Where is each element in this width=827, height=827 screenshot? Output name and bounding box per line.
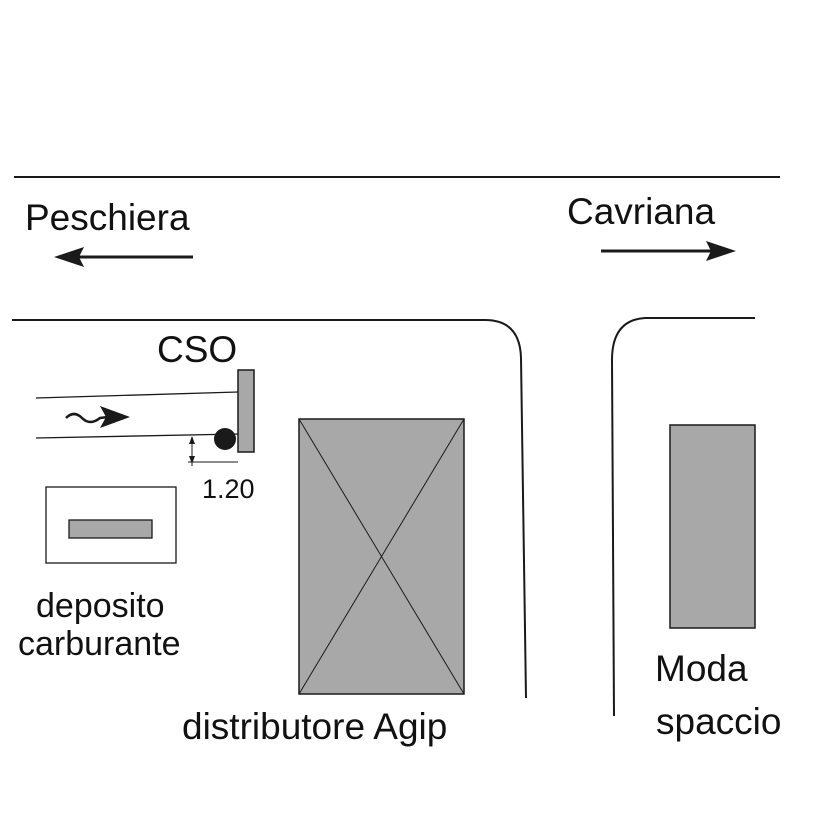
fuel-depot-outline	[45, 486, 177, 564]
depth-label: 1.20	[202, 474, 255, 504]
depth-dimension-marker	[188, 436, 238, 466]
fuel-tank	[68, 519, 153, 539]
direction-label-left: Peschiera	[25, 197, 190, 238]
cso-label: CSO	[157, 329, 237, 370]
outlet-pipe-dot	[214, 428, 236, 450]
cso-weir-wall	[237, 369, 255, 453]
arrow-left-icon	[54, 247, 193, 267]
direction-label-right: Cavriana	[567, 191, 715, 232]
fuel-depot-label-line1: deposito	[36, 587, 165, 625]
gas-station-label: distributore Agip	[182, 706, 447, 747]
fuel-depot-label-line2: carburante	[18, 625, 181, 663]
flow-arrow-icon	[65, 406, 130, 428]
road-edge-left-corner	[12, 319, 527, 699]
shop-label-line1: Moda	[655, 648, 748, 689]
shop-building	[669, 424, 756, 629]
pipe-upper-line	[35, 391, 239, 399]
road-edge-right-corner	[610, 317, 755, 717]
shop-label-line2: spaccio	[656, 701, 781, 742]
gas-station-cross-b	[298, 418, 465, 695]
arrow-right-icon	[601, 241, 736, 261]
pipe-lower-line	[35, 433, 239, 439]
